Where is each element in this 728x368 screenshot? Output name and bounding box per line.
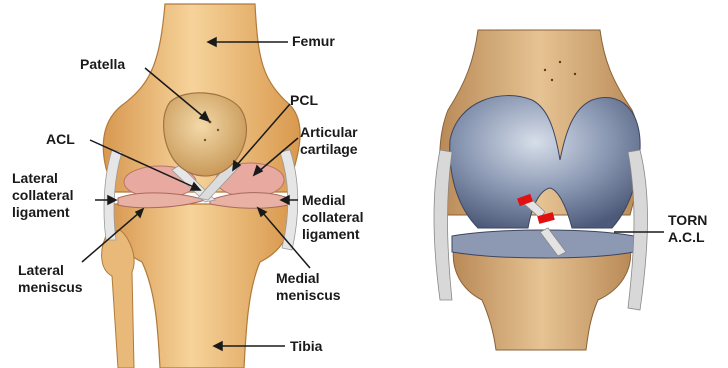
label-lateral-collateral-ligament: Lateral collateral ligament [12, 170, 73, 221]
fibula-bone [102, 230, 134, 368]
label-lateral-meniscus: Lateral meniscus [18, 262, 83, 296]
left-knee-illustration [102, 4, 300, 368]
label-tibia: Tibia [290, 338, 322, 355]
label-acl: ACL [46, 131, 75, 148]
label-medial-collateral-ligament: Medial collateral ligament [302, 192, 363, 243]
medial-meniscus-shape [210, 193, 288, 209]
label-femur: Femur [292, 33, 335, 50]
right-tibia-bone [453, 246, 630, 350]
label-patella: Patella [80, 56, 125, 73]
label-articular-cartilage: Articular cartilage [300, 124, 358, 158]
label-medial-meniscus: Medial meniscus [276, 270, 341, 304]
label-torn-acl: TORN A.C.L [668, 212, 707, 246]
right-knee-illustration [434, 30, 648, 350]
label-pcl: PCL [290, 92, 318, 109]
right-lateral-ligament [434, 150, 452, 300]
tibia-bone [110, 204, 289, 368]
